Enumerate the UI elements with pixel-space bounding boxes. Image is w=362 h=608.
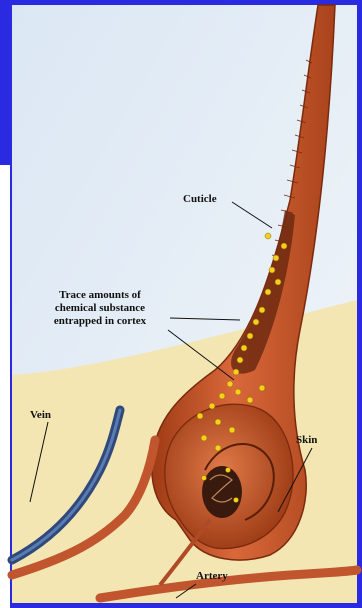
dermal-papilla bbox=[202, 466, 242, 518]
artery-label: Artery bbox=[196, 570, 228, 582]
trace-label-line3: entrapped in cortex bbox=[54, 315, 147, 327]
vein-label: Vein bbox=[30, 409, 51, 421]
cuticle-label: Cuticle bbox=[183, 193, 217, 205]
trace-label-line2: chemical substance bbox=[55, 302, 145, 314]
trace-label-line1: Trace amounts of bbox=[59, 289, 141, 301]
skin-label: Skin bbox=[296, 434, 317, 446]
left-notch bbox=[0, 165, 10, 608]
